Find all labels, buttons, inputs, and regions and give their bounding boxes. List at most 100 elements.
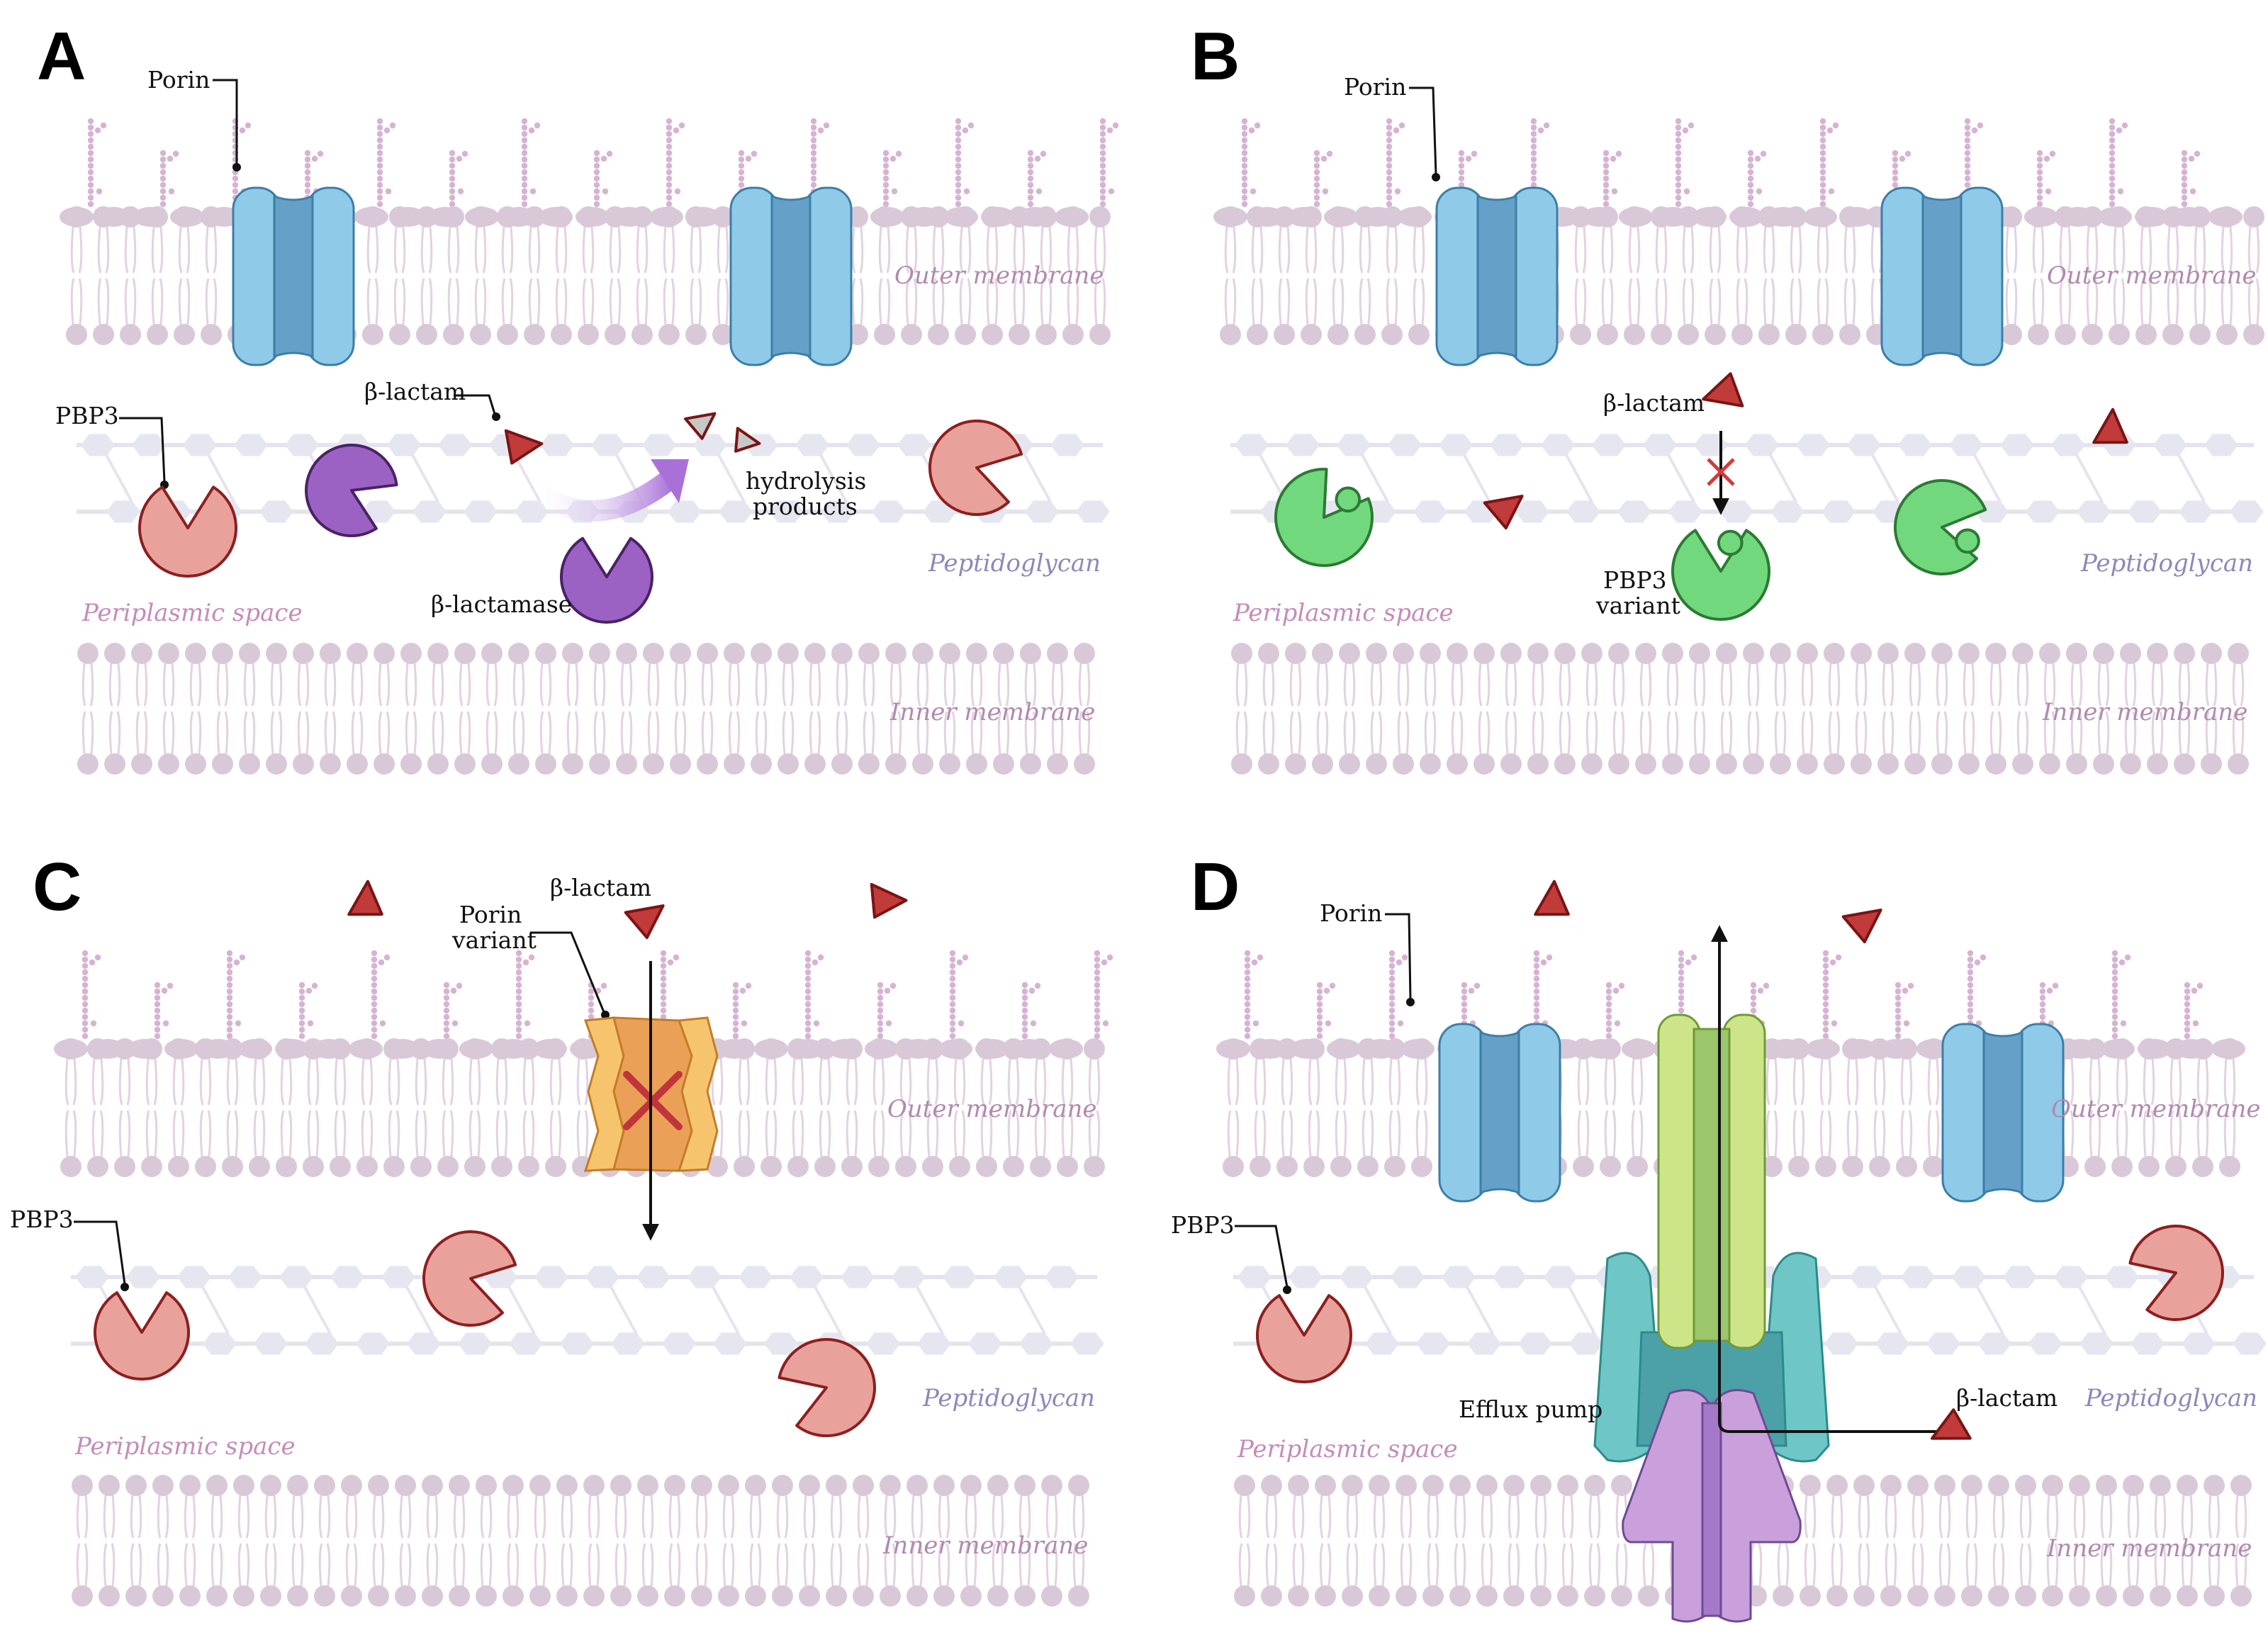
beta-lactam-label: β-lactam bbox=[1603, 389, 1705, 417]
lipid-head bbox=[685, 206, 707, 227]
pbp3-protein bbox=[138, 485, 237, 578]
lipid-tail bbox=[1078, 711, 1091, 755]
lps-dot bbox=[1099, 188, 1106, 195]
lipid-head bbox=[503, 1475, 524, 1496]
lps-dot bbox=[1967, 1007, 1974, 1014]
molecule-shape bbox=[624, 904, 665, 940]
lps-dot bbox=[1615, 150, 1622, 157]
lps-dot bbox=[1819, 188, 1826, 195]
lps-dot bbox=[1316, 982, 1323, 989]
lipid-head bbox=[1288, 1585, 1309, 1607]
lipid-tail bbox=[1427, 1495, 1439, 1539]
lps-dot bbox=[949, 950, 956, 957]
lipid-tail bbox=[2247, 278, 2260, 325]
beta-lactamase-enzyme bbox=[560, 536, 653, 624]
lipid-tail bbox=[1965, 1495, 1978, 1539]
lps-dot bbox=[304, 150, 311, 157]
lps-dot bbox=[1099, 137, 1106, 144]
lps-dot bbox=[389, 122, 396, 129]
lipid-tail bbox=[884, 1495, 897, 1539]
lipid-head bbox=[1476, 1475, 1498, 1496]
lipid-tail bbox=[953, 1110, 966, 1157]
lipid-head bbox=[201, 324, 222, 345]
lipid-head bbox=[2189, 206, 2211, 227]
lps-dot bbox=[1822, 988, 1829, 995]
lps-dot bbox=[1675, 137, 1682, 144]
lps-dot bbox=[823, 122, 830, 129]
lps-dot bbox=[955, 156, 962, 163]
lipid-tail bbox=[157, 1543, 169, 1587]
lps-dot bbox=[660, 956, 667, 963]
lps-dot bbox=[304, 162, 311, 169]
lipid-head bbox=[1758, 324, 1780, 345]
lps-dot bbox=[1822, 1020, 1829, 1027]
lipid-tail bbox=[2178, 711, 2191, 755]
lipid-head bbox=[508, 753, 529, 775]
lipid-tail bbox=[2086, 278, 2099, 325]
lipid-head bbox=[1074, 753, 1095, 775]
lipid-tail bbox=[1481, 1543, 1493, 1587]
glycan-sugar bbox=[1592, 434, 1626, 456]
lps-dot bbox=[298, 982, 305, 989]
lipid-tail bbox=[1332, 278, 1344, 325]
lps-dot bbox=[1967, 1001, 1974, 1008]
lipid-head bbox=[147, 206, 168, 227]
lps-dot bbox=[2184, 1020, 2191, 1027]
lps-dot bbox=[1690, 954, 1697, 961]
lipid-head bbox=[1851, 753, 1872, 775]
lps-dot bbox=[2181, 156, 2188, 163]
lps-dot bbox=[949, 956, 956, 963]
peptide-crosslink bbox=[1769, 454, 1797, 502]
lipid-head bbox=[1761, 1038, 1783, 1059]
lps-dot bbox=[955, 201, 962, 208]
lps-dot bbox=[1675, 188, 1682, 195]
lps-dot bbox=[1618, 982, 1625, 989]
lps-dot bbox=[521, 175, 528, 182]
lipid-head bbox=[1705, 324, 1726, 345]
lipid-tail bbox=[1992, 1543, 2005, 1587]
lps-dot bbox=[376, 143, 383, 150]
lps-dot bbox=[87, 201, 94, 208]
lipid-tail bbox=[926, 1110, 939, 1157]
lipid-tail bbox=[636, 278, 649, 325]
lipid-tail bbox=[1843, 226, 1856, 274]
lps-dot bbox=[1543, 122, 1550, 129]
lps-dot bbox=[1027, 175, 1034, 182]
lipid-head bbox=[1342, 1475, 1363, 1496]
lps-dot bbox=[1822, 956, 1829, 963]
glycan-sugar bbox=[943, 1266, 977, 1288]
lps-dot bbox=[528, 954, 535, 961]
peptide-crosslink bbox=[1871, 454, 1899, 502]
lps-dot bbox=[882, 156, 889, 163]
lipid-tail bbox=[1359, 278, 1371, 325]
lipid-head bbox=[912, 643, 933, 664]
lps-dot bbox=[307, 1020, 314, 1027]
lipid-tail bbox=[1051, 663, 1064, 707]
lps-dot bbox=[82, 1033, 89, 1040]
lps-dot bbox=[666, 150, 673, 157]
glycan-sugar bbox=[254, 1332, 288, 1355]
lipid-tail bbox=[1938, 1495, 1951, 1539]
lipid-tail bbox=[157, 1495, 169, 1539]
glycan-sugar bbox=[2182, 1332, 2216, 1355]
lipid-tail bbox=[1588, 1543, 1601, 1587]
lipid-tail bbox=[1720, 663, 1733, 707]
beta-lactamase-label: β-lactamase bbox=[431, 590, 572, 618]
lps-dot bbox=[87, 150, 94, 157]
lps-dot bbox=[810, 150, 817, 157]
lipid-head bbox=[1381, 206, 1403, 227]
lipid-tail bbox=[2016, 663, 2029, 707]
lipid-tail bbox=[614, 1543, 627, 1587]
lipid-head bbox=[114, 1038, 135, 1059]
lps-dot bbox=[882, 201, 889, 208]
lipid-head bbox=[1408, 206, 1430, 227]
lipid-head bbox=[2123, 1475, 2144, 1496]
glycan-sugar bbox=[2051, 434, 2085, 456]
lps-dot bbox=[154, 994, 161, 1001]
lipid-tail bbox=[2167, 278, 2179, 325]
lps-dot bbox=[1099, 143, 1106, 150]
lipid-head bbox=[2216, 206, 2238, 227]
lps-dot bbox=[600, 982, 607, 989]
lipid-head bbox=[1357, 1038, 1379, 1059]
glycan-sugar bbox=[866, 1332, 900, 1355]
